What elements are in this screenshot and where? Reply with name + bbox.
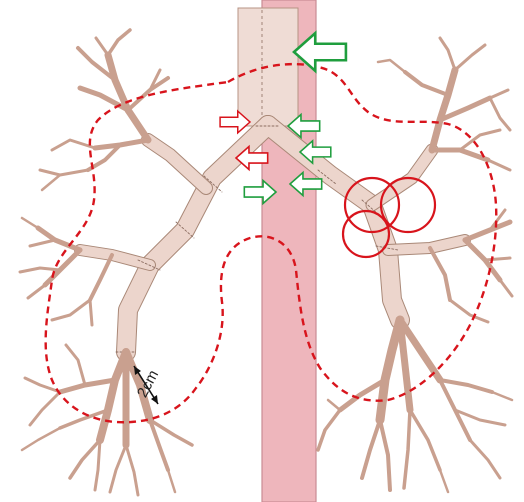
- measurement-annotation: 2cm: [134, 366, 162, 404]
